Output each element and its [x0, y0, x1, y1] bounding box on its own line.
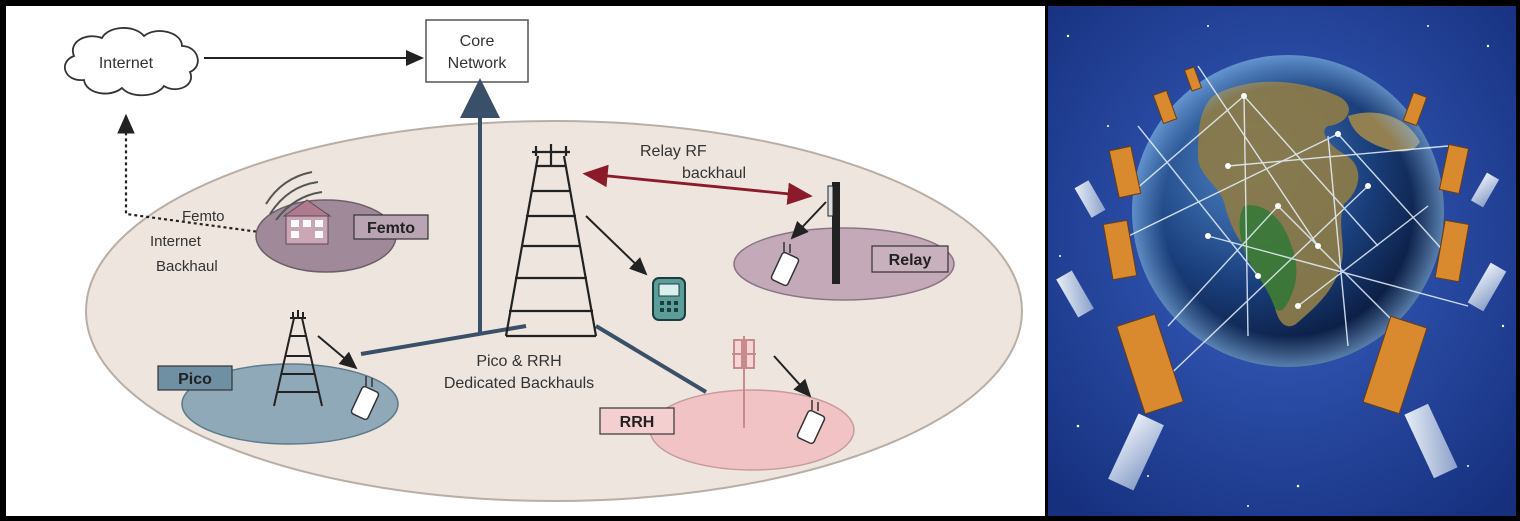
- satellite-icon: [1438, 143, 1500, 208]
- pico-backhaul-line: [360, 324, 527, 356]
- femto-note-line3: Backhaul: [156, 258, 218, 275]
- pico-phone-icon: [350, 376, 380, 421]
- pico-label-box: [157, 365, 233, 391]
- wifi-signal-icon: [265, 171, 323, 221]
- pico-tower-icon: [273, 310, 323, 407]
- pico-label: Pico: [178, 371, 212, 388]
- relay-label: Relay: [889, 252, 932, 269]
- macro-to-handset-arrow: [585, 215, 648, 276]
- femto-note-line1: Femto: [182, 208, 225, 225]
- core-network-label-line1: Core: [460, 33, 495, 50]
- femto-label-box: [353, 214, 429, 240]
- femto-note-line2: Internet: [150, 233, 202, 250]
- satellite-links: [1107, 65, 1469, 387]
- rrh-label-box: [599, 407, 675, 435]
- femto-cell: Femto: [255, 171, 429, 273]
- satellite-icon: [1108, 313, 1184, 491]
- stars: [1059, 25, 1505, 507]
- satellite-icon: [1362, 315, 1458, 479]
- core-network-box: Core Network: [425, 19, 529, 83]
- hetnet-diagram-panel: Internet Core Network: [6, 6, 1045, 516]
- rrh-backhaul-line: [594, 324, 708, 394]
- internet-cloud: Internet: [63, 27, 199, 97]
- rrh-label: RRH: [620, 414, 655, 431]
- dedicated-backhaul-label-line2: Dedicated Backhauls: [444, 375, 594, 392]
- satellite-icon: [1434, 219, 1507, 312]
- satellite-icon: [1152, 66, 1428, 127]
- house-icon: [282, 199, 332, 245]
- hetnet-diagram: Internet Core Network: [63, 19, 1023, 502]
- handset-icon: [652, 277, 686, 321]
- relay-antenna-icon: [832, 182, 840, 284]
- satellite-image-panel: [1048, 6, 1516, 516]
- core-network-label-line2: Network: [448, 55, 508, 72]
- pico-cell: Pico: [157, 310, 399, 445]
- internet-label: Internet: [99, 55, 154, 72]
- ground-nodes: [1205, 93, 1371, 309]
- satellite-icon: [1056, 219, 1138, 318]
- satellite-icon: [1074, 145, 1142, 218]
- macro-tower-icon: [504, 144, 598, 338]
- relay-phone-icon: [770, 242, 800, 287]
- rrh-antenna-icon: [732, 336, 756, 428]
- dedicated-backhaul-label-line1: Pico & RRH: [476, 353, 561, 370]
- satellite-illustration: [1048, 6, 1516, 516]
- femto-internet-backhaul-line: [117, 113, 275, 236]
- rrh-phone-icon: [796, 400, 826, 445]
- relay-rf-label-line2: backhaul: [682, 165, 746, 182]
- relay-cell: Relay: [733, 182, 955, 301]
- rrh-cell: RRH: [599, 336, 855, 471]
- femto-label: Femto: [367, 220, 415, 237]
- relay-rf-label-line1: Relay RF: [640, 143, 707, 160]
- relay-rf-backhaul-arrow: [582, 164, 813, 205]
- relay-label-box: [871, 245, 949, 273]
